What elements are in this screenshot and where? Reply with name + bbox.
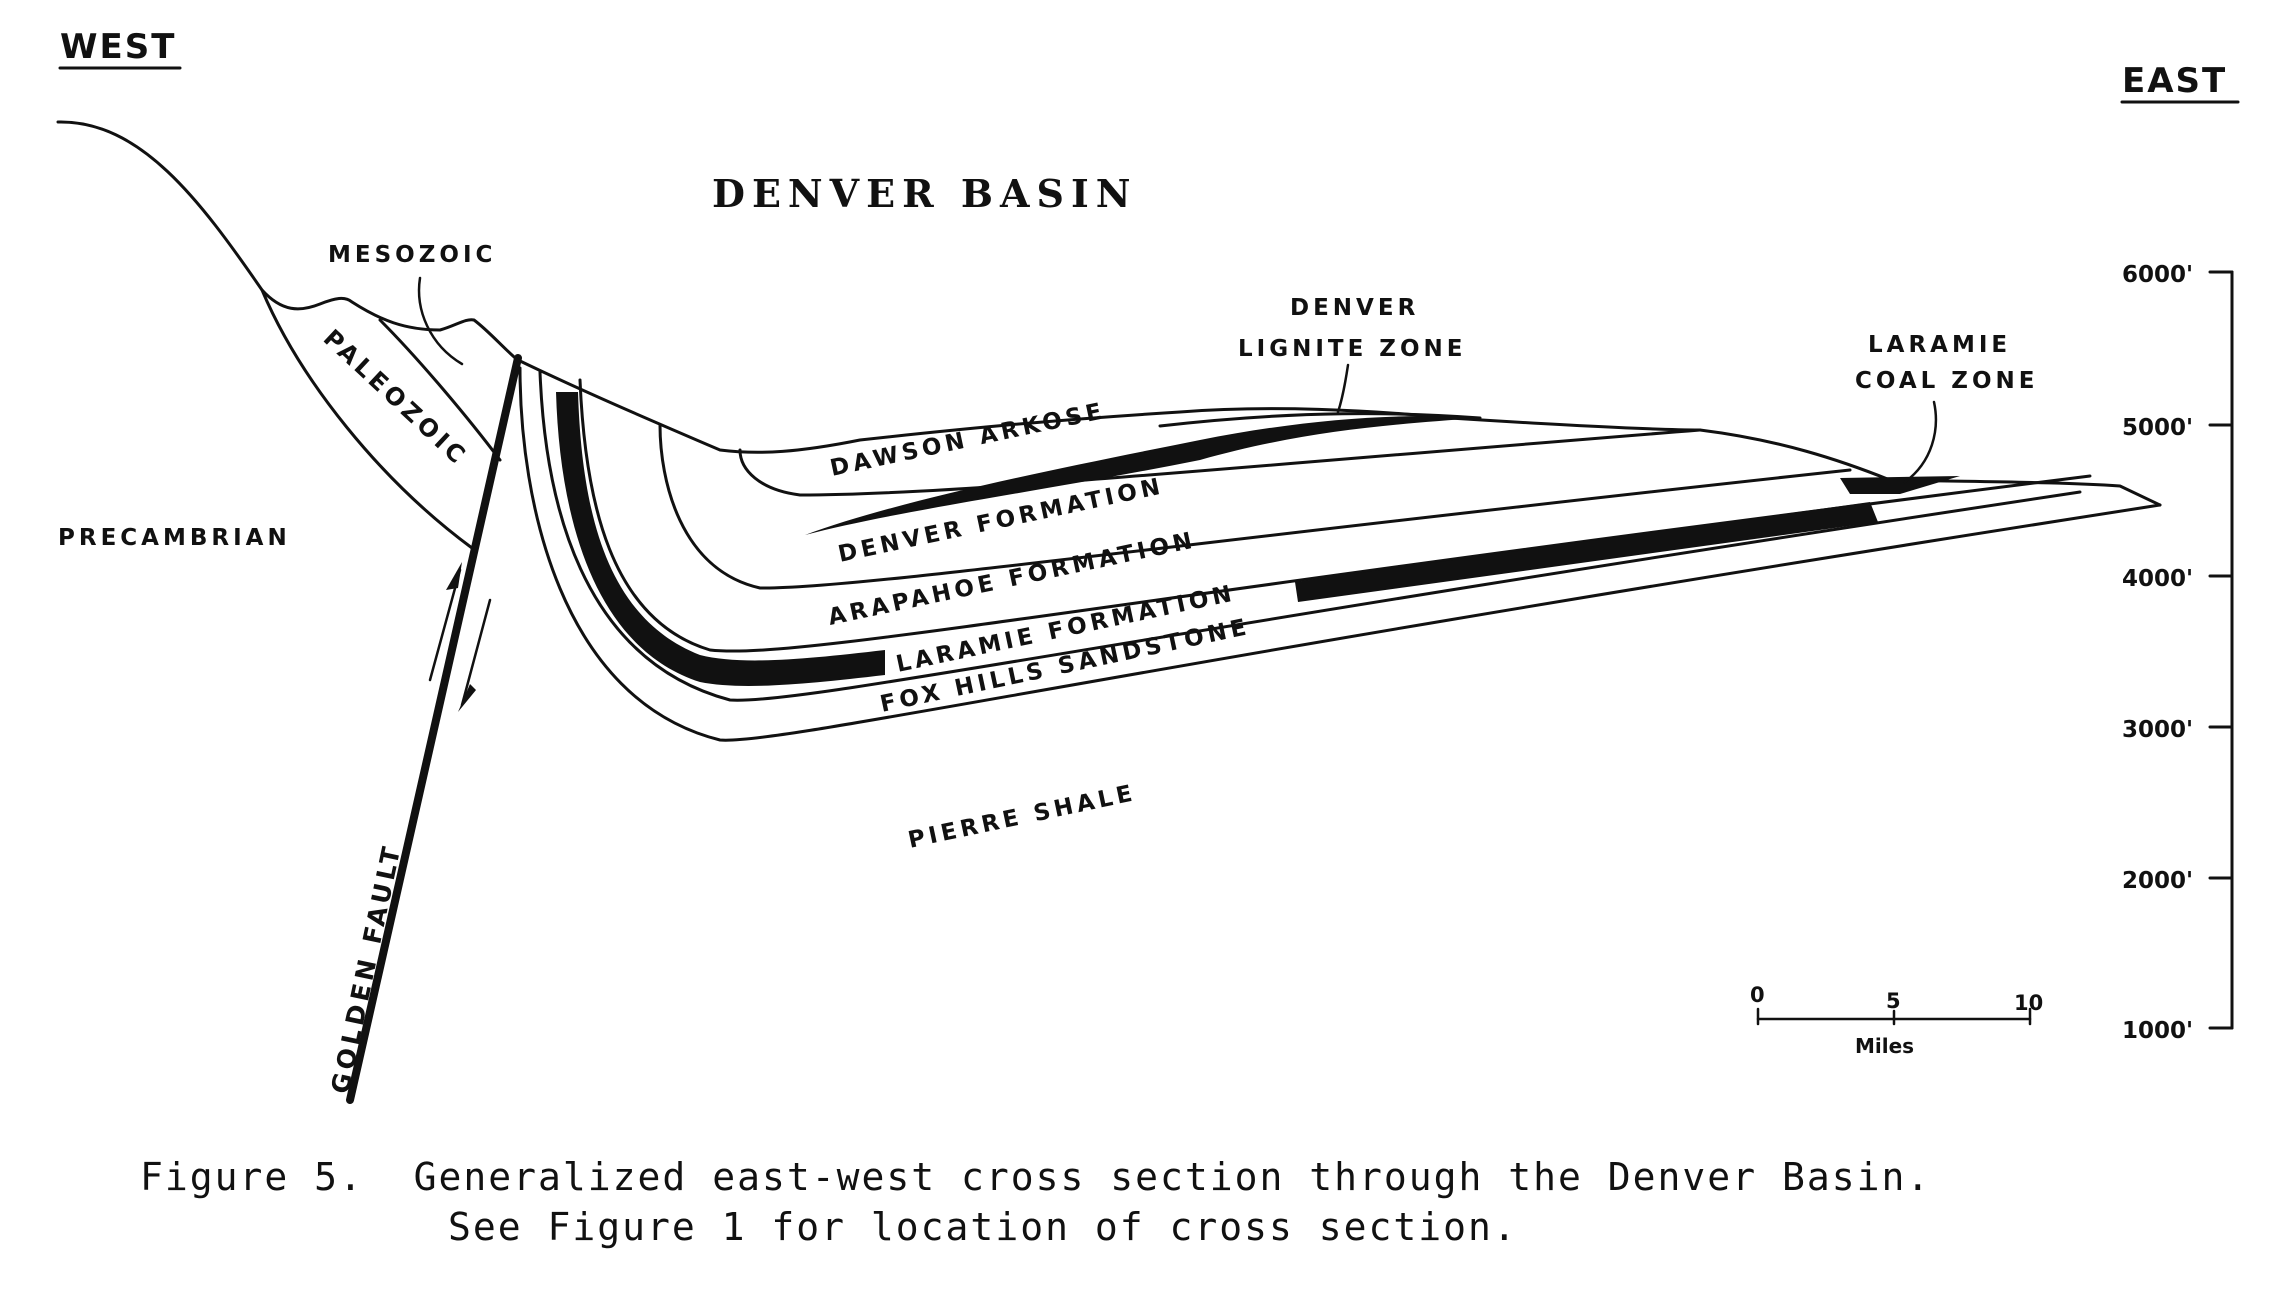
scale-label-0: 0	[1750, 983, 1765, 1007]
figure-caption-line-1: Figure 5. Generalized east-west cross se…	[140, 1155, 1931, 1199]
laramie-coal-label-1: LARAMIE	[1868, 332, 2011, 358]
arapahoe-top-line	[658, 423, 1852, 590]
fox-hills-base-line	[518, 366, 2162, 742]
mesozoic-base-line	[378, 318, 502, 462]
fault-arrow-down	[460, 598, 492, 707]
scale-unit-label: Miles	[1855, 1034, 1914, 1058]
elevation-label-4000: 4000'	[2122, 566, 2193, 592]
denver-lignite-label-1: DENVER	[1290, 295, 1419, 321]
fault-arrow-up-head	[446, 562, 462, 590]
elevation-label-2000: 2000'	[2122, 868, 2193, 894]
fault-arrow-down-head	[458, 684, 476, 712]
mesozoic-label: MESOZOIC	[328, 242, 496, 268]
pierre-shale-label: PIERRE SHALE	[906, 780, 1139, 854]
east-label: EAST	[2122, 61, 2227, 101]
denver-lignite-label-2: LIGNITE ZONE	[1238, 336, 1467, 362]
elevation-label-1000: 1000'	[2122, 1018, 2193, 1044]
west-label: WEST	[60, 27, 176, 67]
elevation-label-3000: 3000'	[2122, 717, 2193, 743]
diagram-title: DENVER BASIN	[712, 171, 1137, 216]
laramie-coal-leader	[1903, 400, 1938, 484]
elevation-label-5000: 5000'	[2122, 415, 2193, 441]
elevation-scale: 6000' 5000' 4000' 3000' 2000' 1000'	[2122, 262, 2234, 1044]
laramie-top-line	[578, 378, 2092, 653]
precambrian-label: PRECAMBRIAN	[58, 525, 291, 551]
elevation-label-6000: 6000'	[2122, 262, 2193, 288]
laramie-coal-label-2: COAL ZONE	[1855, 368, 2038, 394]
golden-fault-line	[346, 354, 522, 1104]
denver-top-line	[738, 428, 1702, 497]
laramie-base-line	[538, 370, 2082, 702]
ground-surface-line	[56, 120, 522, 364]
dawson-top-line	[1158, 412, 1482, 428]
denver-lignite-leader	[1336, 363, 1350, 414]
laramie-coal-bed-west	[556, 392, 885, 686]
laramie-coal-zone-bed	[1840, 476, 1960, 494]
golden-fault-label: GOLDEN FAULT	[326, 841, 407, 1097]
scale-label-10: 10	[2014, 991, 2043, 1015]
laramie-coal-bed-east	[1295, 502, 1878, 602]
scale-label-5: 5	[1886, 989, 1901, 1013]
figure-caption-line-2: See Figure 1 for location of cross secti…	[448, 1205, 1518, 1249]
mesozoic-leader	[417, 276, 464, 366]
paleozoic-base-line	[260, 288, 474, 550]
map-scale-bar: 0 5 10 Miles	[1750, 983, 2043, 1058]
